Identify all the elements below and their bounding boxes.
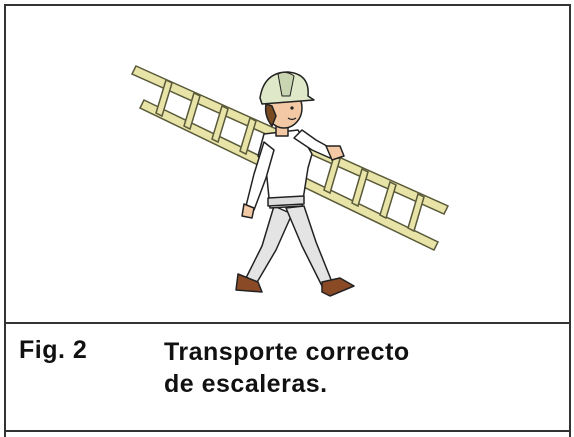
figure-caption-area: Fig. 2 Transporte correcto de escaleras. — [6, 324, 569, 432]
figure-caption-line-1: Transporte correcto — [164, 338, 410, 366]
figure-label: Fig. 2 — [19, 336, 88, 364]
worker-carrying-ladder-illustration — [130, 65, 450, 297]
figure-frame: Fig. 2 Transporte correcto de escaleras. — [4, 4, 571, 437]
figure-caption: Transporte correcto de escaleras. — [164, 336, 410, 400]
worker-image — [235, 71, 355, 297]
figure-caption-line-2: de escaleras. — [164, 370, 328, 398]
figure-picture-area — [6, 6, 569, 324]
